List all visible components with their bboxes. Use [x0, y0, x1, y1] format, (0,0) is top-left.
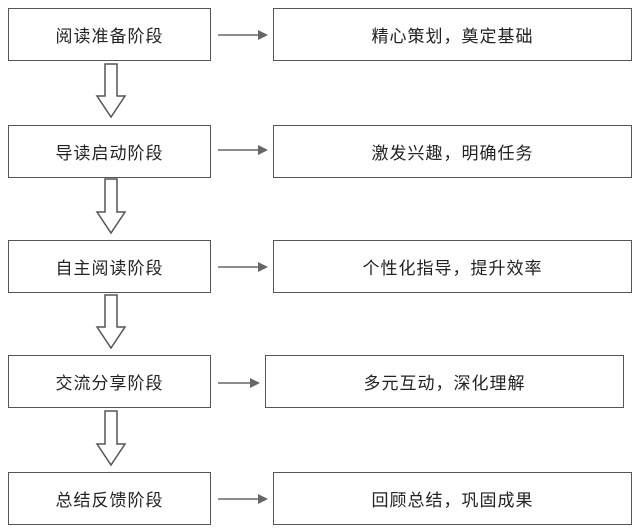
stage-box-5: 总结反馈阶段	[8, 472, 211, 525]
right-arrowhead-5	[258, 494, 268, 504]
stage-label-4: 交流分享阶段	[55, 374, 164, 394]
stage-box-2: 导读启动阶段	[8, 125, 211, 178]
result-box-3: 个性化指导，提升效率	[273, 240, 632, 293]
stage-label-5: 总结反馈阶段	[55, 491, 164, 511]
stage-box-3: 自主阅读阶段	[8, 240, 211, 293]
down-arrow-3	[95, 294, 127, 350]
stage-box-1: 阅读准备阶段	[8, 8, 211, 61]
stage-box-4: 交流分享阶段	[8, 355, 211, 408]
result-label-2: 激发兴趣，明确任务	[371, 144, 534, 164]
result-label-1: 精心策划，奠定基础	[371, 27, 534, 47]
right-arrowhead-4	[250, 378, 260, 388]
result-label-4: 多元互动，深化理解	[363, 374, 526, 394]
stage-label-2: 导读启动阶段	[55, 144, 164, 164]
down-arrow-2	[95, 178, 127, 235]
down-arrow-4	[95, 410, 127, 467]
result-label-5: 回顾总结，巩固成果	[371, 491, 534, 511]
result-label-3: 个性化指导，提升效率	[362, 259, 543, 279]
result-box-5: 回顾总结，巩固成果	[273, 472, 632, 525]
result-box-4: 多元互动，深化理解	[265, 355, 624, 408]
result-box-1: 精心策划，奠定基础	[273, 8, 632, 61]
right-arrowhead-1	[258, 30, 268, 40]
right-arrowhead-3	[258, 262, 268, 272]
right-arrowhead-2	[258, 145, 268, 155]
result-box-2: 激发兴趣，明确任务	[273, 125, 632, 178]
stage-label-1: 阅读准备阶段	[55, 27, 164, 47]
stage-label-3: 自主阅读阶段	[55, 259, 164, 279]
down-arrow-1	[95, 63, 127, 119]
